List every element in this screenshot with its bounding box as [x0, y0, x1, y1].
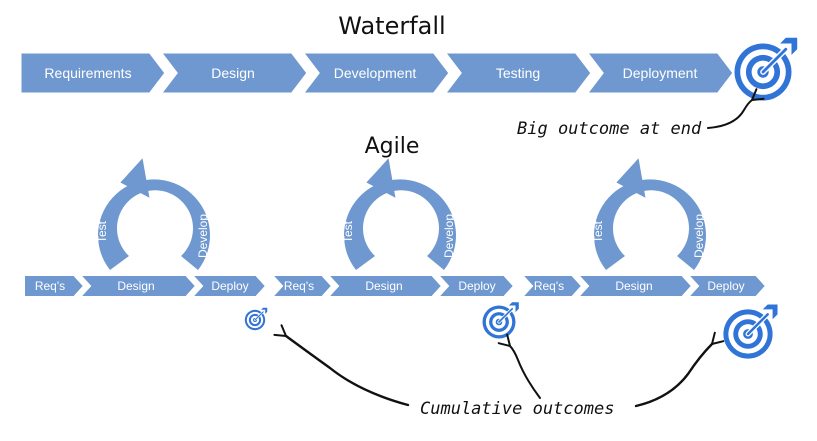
loop-label-develop: Develop [692, 214, 706, 258]
waterfall-stage-design: Design [156, 50, 310, 96]
medium-target-icon [480, 300, 521, 341]
stage-label-requirements: Requirements [44, 65, 131, 81]
loop-label-develop: Develop [442, 214, 456, 258]
design-label: Design [365, 279, 402, 293]
reqs-arrow [23, 274, 86, 298]
agile-iteration-1: Test Develop Req's Design Deploy [23, 158, 268, 298]
loop-label-test: Test [341, 220, 355, 243]
agile-title: Agile [365, 134, 420, 159]
reqs-label: Req's [534, 279, 564, 293]
stage-label-deployment: Deployment [623, 65, 698, 81]
pointer-arrow-to-medium-target-icon [497, 333, 541, 399]
waterfall-stage-deployment: Deployment [582, 50, 736, 96]
stage-label-testing: Testing [496, 65, 540, 81]
reqs-arrow [269, 274, 334, 298]
design-arrow [575, 274, 694, 298]
pointer-arrow-to-small-target-icon [273, 324, 410, 407]
waterfall-stages: Requirements Design Development Testing … [18, 50, 736, 96]
stage-label-design: Design [211, 65, 255, 81]
waterfall-stage-requirements: Requirements [18, 50, 168, 96]
small-target-icon [243, 306, 269, 332]
deploy-arrow [685, 274, 768, 298]
design-arrow [325, 274, 444, 298]
waterfall-stage-testing: Testing [440, 50, 594, 96]
waterfall-title: Waterfall [338, 12, 445, 40]
deploy-label: Deploy [458, 279, 495, 293]
agile-iteration-3: Test Develop Req's Design Deploy [519, 158, 768, 298]
big-target-icon [735, 38, 798, 101]
reqs-label: Req's [284, 279, 314, 293]
design-label: Design [615, 279, 652, 293]
deploy-label: Deploy [211, 279, 248, 293]
deploy-arrow [189, 274, 268, 298]
large-target-icon [723, 304, 777, 358]
cycle-arrow-icon [594, 158, 706, 270]
loop-label-develop: Develop [196, 214, 210, 258]
agile-iteration-2: Test Develop Req's Design Deploy [269, 158, 516, 298]
loop-label-test: Test [95, 220, 109, 243]
stage-label-development: Development [334, 65, 417, 81]
waterfall-stage-development: Development [298, 50, 452, 96]
deploy-label: Deploy [707, 279, 744, 293]
waterfall-note: Big outcome at end [517, 119, 702, 139]
waterfall-pointer-arrow-icon [707, 88, 765, 129]
cycle-arrow-icon [344, 158, 456, 270]
design-label: Design [117, 279, 154, 293]
deploy-arrow [435, 274, 516, 298]
design-arrow [77, 274, 198, 298]
reqs-arrow [519, 274, 584, 298]
agile-note: Cumulative outcomes [420, 399, 614, 419]
pointer-arrow-to-large-target-icon [634, 331, 725, 408]
loop-label-test: Test [591, 220, 605, 243]
cycle-arrow-icon [98, 158, 210, 270]
reqs-label: Req's [35, 279, 65, 293]
